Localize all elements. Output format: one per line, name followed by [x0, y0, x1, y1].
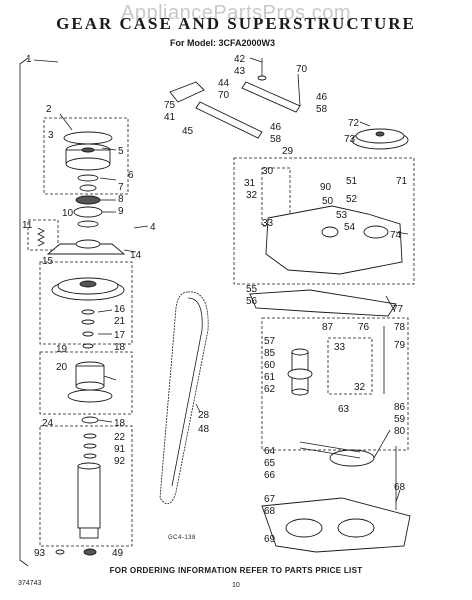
callout-52: 52: [346, 194, 358, 205]
callout-86: 86: [394, 402, 406, 413]
ordering-note: FOR ORDERING INFORMATION REFER TO PARTS …: [109, 566, 363, 575]
callout-73: 73: [344, 134, 356, 145]
callout-44: 44: [218, 78, 230, 89]
callout-74: 74: [390, 230, 402, 241]
callout-77: 77: [392, 304, 404, 315]
callout-76: 76: [358, 322, 370, 333]
callout-48: 48: [198, 424, 210, 435]
callout-57: 57: [264, 336, 276, 347]
callout-24: 24: [42, 418, 54, 429]
callout-15: 15: [42, 256, 54, 267]
callout-63: 63: [338, 404, 350, 415]
callout-32b: 32: [354, 382, 366, 393]
callout-79: 79: [394, 340, 406, 351]
art-code: GC4-138: [168, 535, 196, 541]
callout-5: 5: [118, 146, 124, 157]
watermark: AppliancePartsPros.com: [121, 2, 351, 24]
callout-66: 66: [264, 470, 276, 481]
callout-65: 65: [264, 458, 276, 469]
callout-46b: 46: [270, 122, 282, 133]
callout-91: 91: [114, 444, 126, 455]
callout-33a: 33: [262, 218, 274, 229]
callout-70b: 70: [218, 90, 230, 101]
callout-2: 2: [46, 104, 52, 115]
callout-10: 10: [62, 208, 74, 219]
callout-18b: 18: [114, 418, 126, 429]
callout-9: 9: [118, 206, 124, 217]
callout-87: 87: [322, 322, 334, 333]
callout-55: 55: [246, 284, 258, 295]
callout-68b: 68: [264, 506, 276, 517]
callout-78: 78: [394, 322, 406, 333]
callout-30: 30: [262, 166, 274, 177]
callout-72: 72: [348, 118, 360, 129]
callout-42: 42: [234, 54, 246, 65]
callout-3: 3: [48, 130, 54, 141]
callout-50: 50: [322, 196, 334, 207]
callout-8: 8: [118, 194, 124, 205]
callout-60: 60: [264, 360, 276, 371]
callout-71: 71: [396, 176, 408, 187]
callout-43: 43: [234, 66, 246, 77]
callout-51: 51: [346, 176, 358, 187]
callout-45: 45: [182, 126, 194, 137]
callout-90: 90: [320, 182, 332, 193]
callout-14: 14: [130, 250, 142, 261]
callout-68a: 68: [394, 482, 406, 493]
callout-20: 20: [56, 362, 68, 373]
page-number: 10: [232, 582, 240, 589]
callout-64: 64: [264, 446, 276, 457]
callout-33b: 33: [334, 342, 346, 353]
callout-49: 49: [112, 548, 124, 559]
callout-22: 22: [114, 432, 126, 443]
callout-41: 41: [164, 112, 176, 123]
callout-18a: 18: [114, 342, 126, 353]
callout-7: 7: [118, 182, 124, 193]
callout-11: 11: [22, 220, 33, 231]
callout-58a: 58: [316, 104, 328, 115]
callout-75: 75: [164, 100, 176, 111]
callout-6: 6: [128, 170, 134, 181]
callout-32a: 32: [246, 190, 258, 201]
callout-16: 16: [114, 304, 126, 315]
callout-54: 54: [344, 222, 356, 233]
callout-92: 92: [114, 456, 126, 467]
callout-1: 1: [26, 54, 32, 65]
document-code: 374743: [18, 580, 42, 587]
callout-21: 21: [114, 316, 126, 327]
callout-69: 69: [264, 534, 276, 545]
callout-58b: 58: [270, 134, 282, 145]
callout-31: 31: [244, 178, 256, 189]
callout-56: 56: [246, 296, 258, 307]
callout-62: 62: [264, 384, 276, 395]
callout-28: 28: [198, 410, 210, 421]
callout-85: 85: [264, 348, 276, 359]
model-line: For Model: 3CFA2000W3: [170, 38, 276, 48]
callout-80: 80: [394, 426, 406, 437]
callout-4: 4: [150, 222, 156, 233]
callout-29: 29: [282, 146, 294, 157]
callout-17: 17: [114, 330, 126, 341]
callout-61: 61: [264, 372, 276, 383]
callout-70a: 70: [296, 64, 308, 75]
callout-67: 67: [264, 494, 276, 505]
diagram-title: GEAR CASE AND SUPERSTRUCTURE: [56, 14, 416, 33]
callout-93: 93: [34, 548, 46, 559]
callout-19: 19: [56, 344, 68, 355]
callout-53: 53: [336, 210, 348, 221]
callout-59: 59: [394, 414, 406, 425]
callout-46a: 46: [316, 92, 328, 103]
